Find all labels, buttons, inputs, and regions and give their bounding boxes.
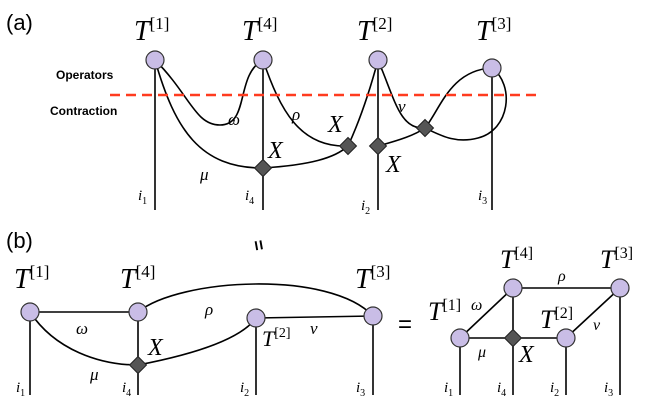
equals-rotated: = — [248, 238, 270, 252]
tensor-label-t2-a: T[2] — [357, 14, 392, 47]
node-t1-b — [20, 302, 40, 322]
tensor-label-t1-r: T[1] — [428, 297, 461, 326]
node-t3-a — [482, 58, 502, 78]
bond-mu-a — [154, 59, 264, 169]
node-t4-r — [503, 278, 523, 298]
node-t4-b — [128, 302, 148, 322]
node-t2-a — [368, 50, 388, 70]
node-t2-b — [246, 308, 266, 328]
rho-label-r: ρ — [557, 268, 566, 285]
index-i2-r: i2 — [550, 380, 559, 399]
x-label-a3: X — [385, 152, 402, 178]
tensor-label-t2-r: T[2] — [540, 305, 573, 334]
bond-rho-b — [137, 283, 374, 317]
x-label-r: X — [518, 342, 535, 368]
bond-t2-x-a — [347, 59, 379, 147]
contraction-label: Contraction — [50, 104, 117, 118]
index-i2-a: i2 — [361, 198, 370, 217]
nu-label-r: ν — [593, 317, 601, 334]
panel-a-label: (a) — [6, 10, 33, 35]
operators-label: Operators — [56, 68, 114, 82]
node-t4-a — [253, 50, 273, 70]
node-t3-b — [363, 306, 383, 326]
bond-rho-a — [262, 59, 349, 147]
x-label-a1: X — [267, 138, 284, 164]
bond-t3-nu-a — [424, 67, 493, 129]
bond-t3-loop-a — [424, 67, 507, 141]
tensor-label-t3-a: T[3] — [476, 14, 511, 47]
index-i3-b: i3 — [356, 380, 365, 399]
bond-nu-b — [255, 315, 374, 319]
index-i4-a: i4 — [245, 188, 254, 207]
x-label-a2: X — [327, 112, 344, 138]
index-i1-r: i1 — [444, 380, 453, 399]
rho-label-b: ρ — [204, 300, 213, 319]
tensor-label-t1-a: T[1] — [134, 14, 169, 47]
x-diamond-a3 — [368, 136, 388, 156]
mu-label-r: μ — [477, 344, 486, 361]
omega-label-b: ω — [76, 319, 88, 338]
node-t3-r — [610, 278, 630, 298]
nu-label-b: ν — [310, 319, 318, 338]
index-i4-b: i4 — [122, 380, 131, 399]
bond-omega-r — [459, 287, 514, 339]
index-i4-r: i4 — [497, 380, 506, 399]
index-i1-a: i1 — [138, 188, 147, 207]
mu-label-a: μ — [199, 165, 209, 184]
index-i3-a: i3 — [478, 188, 487, 207]
x-diamond-r — [503, 328, 523, 348]
omega-label-r: ω — [471, 297, 482, 314]
tensor-label-t4-a: T[4] — [242, 14, 277, 47]
node-t1-r — [450, 328, 470, 348]
equals-sign: = — [398, 311, 412, 338]
x-label-b: X — [147, 335, 164, 361]
nu-diamond-a — [415, 118, 435, 138]
x-diamond-b — [128, 355, 148, 375]
panel-b-left-wires — [29, 283, 374, 395]
x-diamond-a2 — [338, 136, 358, 156]
index-i1-b: i1 — [16, 380, 25, 399]
node-t1-a — [145, 50, 165, 70]
x-diamond-a1 — [253, 158, 273, 178]
tensor-label-t2-b: T[2] — [262, 326, 291, 351]
rho-label-a: ρ — [291, 105, 300, 124]
panel-b-label: (b) — [6, 228, 33, 253]
index-i3-r: i3 — [604, 380, 613, 399]
tensor-label-t4-r: T[4] — [500, 245, 533, 274]
bond-nu-r — [565, 287, 621, 339]
tensor-label-t4-b: T[4] — [120, 262, 155, 295]
bond-mu-b — [29, 311, 139, 366]
bond-x-t2-b — [137, 317, 257, 366]
tensor-label-t3-r: T[3] — [600, 245, 633, 274]
index-i2-b: i2 — [240, 380, 249, 399]
tensor-label-t1-b: T[1] — [14, 262, 49, 295]
nu-label-a: ν — [398, 97, 406, 116]
bond-omega-a — [154, 59, 264, 126]
mu-label-b: μ — [89, 365, 99, 384]
omega-label-a: ω — [228, 110, 240, 129]
tensor-label-t3-b: T[3] — [355, 262, 390, 295]
bond-x2-nu — [377, 127, 426, 147]
node-t2-r — [556, 328, 576, 348]
